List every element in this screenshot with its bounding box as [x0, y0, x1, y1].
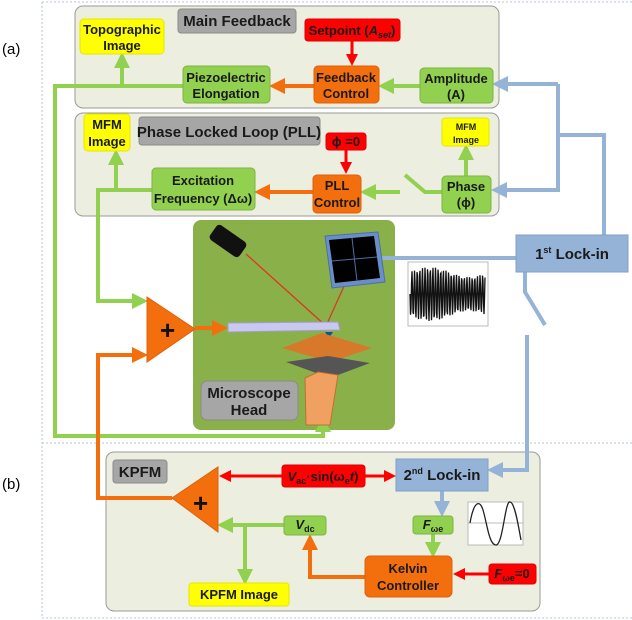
mfm-image-right-box	[441, 117, 490, 147]
phi-zero-box	[325, 132, 367, 151]
connections	[53, 41, 606, 585]
topographic-image-line2: Image	[103, 38, 141, 53]
fwe-label: Fωe	[423, 517, 444, 534]
summing-amplifier-b	[171, 466, 219, 533]
feedback-control-box	[313, 65, 380, 104]
oscillogram-trace	[409, 267, 486, 322]
lockin1-label: 1st Lock-in	[535, 245, 609, 263]
amplitude-line2: (A)	[447, 87, 465, 102]
plus-sign-a: +	[160, 315, 175, 345]
microscope-head-line2: Head	[231, 402, 268, 419]
frame	[41, 1, 632, 619]
label-b: (b)	[2, 476, 20, 493]
sample-surface	[282, 333, 372, 362]
feedback-control-line2: Control	[323, 86, 369, 101]
kpfm-image-label: KPFM Image	[200, 587, 278, 602]
microscope-illustration	[209, 224, 386, 426]
setpoint-label: Setpoint (Aset)	[309, 23, 396, 40]
microscope-head-line1: Microscope	[207, 385, 290, 402]
kpfm-image-box	[188, 582, 290, 607]
vdc-label: Vdc	[295, 517, 314, 534]
fwe-zero-box	[488, 563, 537, 585]
kelvin-line2: Controller	[377, 578, 439, 593]
mfm-image-left-line1: MFM	[92, 117, 122, 132]
mfm-image-right-line1: MFM	[456, 122, 477, 132]
piezo-box	[182, 65, 271, 104]
phase-box	[441, 175, 492, 214]
phase-line1: Phase	[447, 179, 485, 194]
kpfm-title-box	[112, 459, 168, 484]
plus-sign-b: +	[193, 488, 208, 518]
phase-line2: (ϕ)	[457, 195, 475, 210]
amplitude-box	[419, 67, 494, 104]
feedback-control-line1: Feedback	[316, 70, 377, 85]
setpoint-box	[304, 18, 401, 42]
mfm-image-right-line2: Image	[453, 135, 479, 145]
piezo-tube-icon	[304, 371, 339, 426]
microscope-head-label-box	[200, 380, 299, 421]
summing-amplifier-a	[146, 296, 196, 363]
fwe-box	[412, 515, 454, 535]
amplitude-line1: Amplitude	[424, 71, 488, 86]
topographic-image-box	[79, 18, 165, 55]
main-feedback-title-box	[177, 8, 297, 34]
vac-label: Vac·sin(ωet)	[288, 469, 359, 486]
mfm-image-left-box	[83, 113, 131, 152]
vdc-box	[283, 515, 327, 536]
kelvin-line1: Kelvin	[388, 561, 427, 576]
lockin1-box	[515, 234, 629, 273]
piezo-line2: Elongation	[192, 86, 259, 101]
phi-zero-label: ϕ =0	[332, 134, 360, 149]
lockin2-label: 2nd Lock-in	[404, 466, 481, 484]
label-a: (a)	[2, 41, 20, 58]
pll-control-line2: Control	[314, 195, 360, 210]
topographic-image-line1: Topographic	[83, 22, 161, 37]
piezo-line1: Piezoelectric	[186, 70, 266, 85]
pll-title-box	[138, 116, 321, 146]
excitation-line2: Frequency (Δω)	[154, 191, 252, 206]
main-feedback-title: Main Feedback	[183, 13, 291, 30]
fwe-zero-label: Fωe=0	[494, 566, 529, 583]
sine-trace	[469, 501, 522, 546]
vac-box	[281, 464, 366, 488]
excitation-line1: Excitation	[172, 173, 234, 188]
kelvin-controller-box	[364, 555, 453, 598]
pll-control-box	[312, 174, 362, 214]
kpfm-title: KPFM	[119, 464, 162, 481]
laser-icon	[209, 224, 247, 258]
cantilever-icon	[227, 321, 341, 333]
mfm-image-left-line2: Image	[88, 134, 126, 149]
pll-title: Phase Locked Loop (PLL)	[137, 124, 321, 141]
lockin2-box	[395, 458, 489, 492]
excitation-box	[151, 167, 256, 211]
pll-control-line1: PLL	[325, 178, 350, 193]
